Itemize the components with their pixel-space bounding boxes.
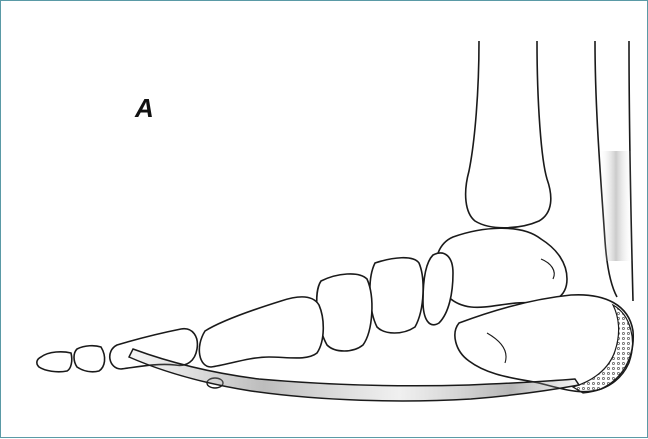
cuneiform-bone-1 (370, 258, 423, 333)
achilles-tendon-shading (599, 151, 633, 261)
middle-phalanx-bone (74, 346, 105, 372)
distal-phalanx-bone (37, 352, 72, 372)
tibia-bone (466, 41, 551, 228)
metatarsal-bone (199, 297, 323, 367)
talus-bone (436, 228, 567, 307)
navicular-bone (423, 253, 453, 325)
cuneiform-bone-2 (317, 274, 372, 351)
